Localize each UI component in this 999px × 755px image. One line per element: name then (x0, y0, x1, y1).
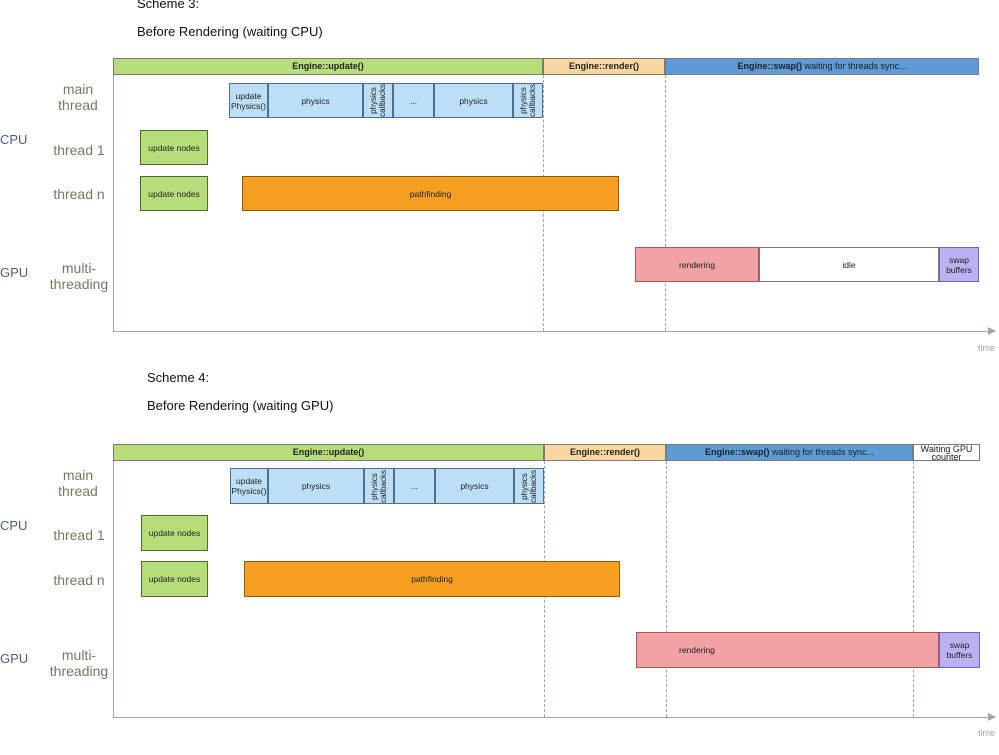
scheme-3-diagram: Scheme 3: Before Rendering (waiting CPU)… (0, 0, 999, 369)
phase-engine-swap: Engine::swap() waiting for threads sync.… (665, 58, 979, 75)
time-axis-label: time (978, 728, 996, 738)
row-label-main-thread: main thread (58, 81, 98, 113)
y-axis (113, 75, 114, 332)
phase-engine-render: Engine::render() (544, 444, 666, 461)
task-update-nodes: update nodes (140, 130, 208, 165)
row-label-multithreading: multi- threading (49, 260, 109, 292)
task-swap-buffers: swap buffers (939, 247, 979, 282)
row-label-thread-1: thread 1 (53, 142, 105, 158)
scheme-4-subtitle: Before Rendering (waiting GPU) (147, 398, 334, 413)
row-label-thread-n: thread n (53, 572, 105, 588)
task-physics-callbacks: physics callbacks (513, 83, 543, 118)
group-label-gpu: GPU (0, 265, 29, 280)
task-update-physics: update Physics() (230, 468, 268, 504)
task-physics-callbacks: physics callbacks (514, 468, 544, 504)
task-update-physics: update Physics() (229, 83, 268, 118)
task-ellipsis: ... (394, 468, 435, 504)
phase-engine-update: Engine::update() (113, 444, 544, 461)
task-physics: physics (268, 83, 363, 118)
task-physics-callbacks: physics callbacks (364, 468, 394, 504)
time-axis (113, 331, 989, 332)
group-label-cpu: CPU (0, 518, 28, 533)
task-pathfinding: pathfinding (244, 561, 620, 597)
row-label-thread-1: thread 1 (53, 527, 105, 543)
task-physics: physics (434, 83, 513, 118)
task-update-nodes: update nodes (141, 561, 208, 597)
task-physics-callbacks: physics callbacks (363, 83, 393, 118)
phase-engine-render: Engine::render() (543, 58, 665, 75)
scheme-3-title: Scheme 3: (137, 0, 200, 11)
group-label-gpu: GPU (0, 651, 29, 666)
phase-waiting-gpu-counter: Waiting GPU counter (913, 444, 980, 461)
scheme-4-diagram: Scheme 4: Before Rendering (waiting GPU)… (0, 370, 999, 755)
scheme-3-subtitle: Before Rendering (waiting CPU) (137, 24, 323, 39)
row-label-multithreading: multi- threading (49, 647, 109, 679)
task-rendering: rendering (635, 247, 759, 282)
sync-line-swap-start (666, 461, 667, 717)
time-axis-arrowhead (988, 713, 996, 721)
time-axis-label: time (978, 343, 996, 353)
time-axis (113, 717, 989, 718)
task-update-nodes: update nodes (141, 515, 208, 551)
task-idle: idle (759, 247, 939, 282)
task-rendering: rendering (636, 632, 939, 668)
row-label-main-thread: main thread (58, 467, 98, 499)
sync-line-swap-start (665, 75, 666, 331)
task-pathfinding: pathfinding (242, 176, 619, 211)
task-update-nodes: update nodes (140, 176, 208, 211)
phase-engine-swap: Engine::swap() waiting for threads sync.… (666, 444, 913, 461)
row-label-thread-n: thread n (53, 186, 105, 202)
time-axis-arrowhead (988, 327, 996, 335)
y-axis (113, 461, 114, 718)
task-swap-buffers: swap buffers (939, 632, 980, 668)
task-physics: physics (268, 468, 364, 504)
scheme-4-title: Scheme 4: (147, 370, 210, 385)
task-ellipsis: ... (393, 83, 434, 118)
group-label-cpu: CPU (0, 132, 28, 147)
task-physics: physics (435, 468, 514, 504)
phase-engine-update: Engine::update() (113, 58, 543, 75)
sync-line-gpu-counter (913, 461, 914, 717)
